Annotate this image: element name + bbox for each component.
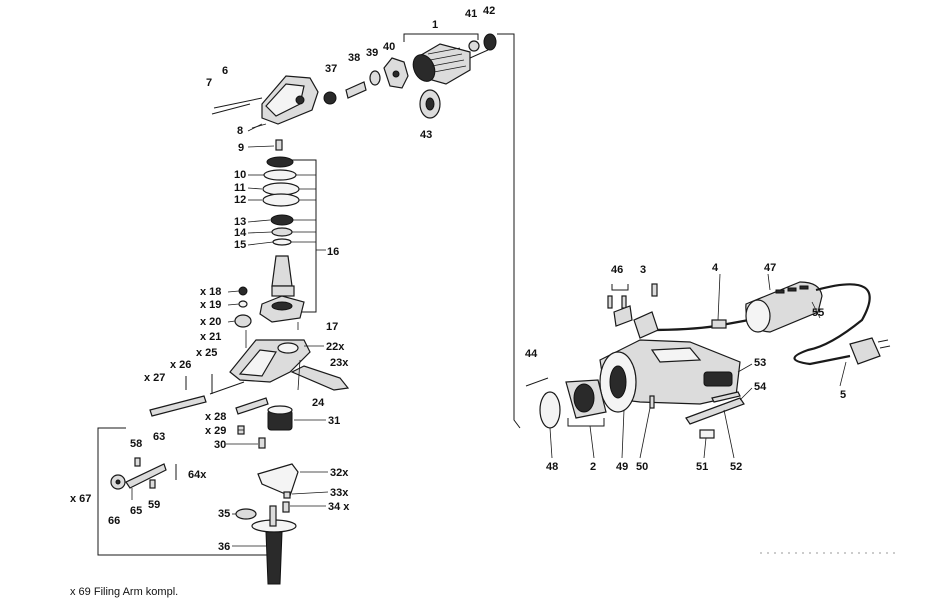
label-9: 9 [238,142,244,154]
bracket-67 [97,427,278,556]
part-51 [699,429,715,439]
label-19: x 19 [200,299,221,311]
plug-5 [849,337,881,365]
label-25: x 25 [196,347,217,359]
label-58: 58 [130,438,142,450]
label-47: 47 [764,262,776,274]
armature-part [412,43,489,85]
screw-7 [211,103,251,115]
label-4: 4 [712,262,719,274]
label-13: 13 [234,216,246,228]
label-35: 35 [218,508,230,520]
gear-43 [419,89,441,119]
nut-35 [235,508,257,520]
label-66: 66 [108,515,120,527]
label-15: 15 [234,239,246,251]
leader-lines [226,123,847,547]
label-54: 54 [754,381,767,393]
lever-23 [290,365,350,391]
small-parts-18-21 [234,286,252,348]
gear-housing-8 [261,75,319,125]
label-29: x 29 [205,425,226,437]
roller-31 [267,405,293,431]
label-14: 14 [234,227,247,239]
label-65: 65 [130,505,142,517]
label-44: 44 [525,348,538,360]
label-27: x 27 [144,372,165,384]
label-12: 12 [234,194,246,206]
motor-housing-group [525,281,891,439]
label-22: 22x [326,341,345,353]
spindle-stack [259,156,326,330]
label-8: 8 [237,125,243,137]
label-55: 55 [812,307,824,319]
gear-case-22 [229,339,350,391]
label-59: 59 [148,499,160,511]
label-67: x 67 [70,493,91,505]
label-7: 7 [206,77,212,89]
label-36: 36 [218,541,230,553]
label-50: 50 [636,461,648,473]
label-20: x 20 [200,316,221,328]
armature-group [211,33,521,429]
label-42: 42 [483,5,495,17]
pin-9 [275,139,283,151]
label-43: 43 [420,129,432,141]
filing-arm-parts [110,457,177,500]
label-53: 53 [754,357,766,369]
label-51: 51 [696,461,708,473]
label-41: 41 [465,8,477,20]
label-16: 16 [327,246,339,258]
label-17: 17 [326,321,338,333]
label-24: 24 [312,397,325,409]
label-46: 46 [611,264,623,276]
label-28: x 28 [205,411,226,423]
handle-group [235,463,299,585]
bearing-37 [323,91,337,105]
pinion-38 [345,81,367,99]
footer-note: x 69 Filing Arm kompl. [70,586,179,598]
label-21: x 21 [200,331,221,343]
washer-39 [369,70,381,86]
label-30: 30 [214,439,226,451]
label-26: x 26 [170,359,191,371]
label-18: x 18 [200,286,221,298]
part-labels: 1 41 42 6 7 37 38 39 40 43 8 9 10 11 12 … [70,5,846,553]
label-49: 49 [616,461,628,473]
cover-47 [745,281,823,333]
label-34: 34 x [328,501,350,513]
label-5: 5 [840,389,846,401]
label-1: 1 [432,19,438,31]
label-23: 23x [330,357,349,369]
bearing-42 [483,33,497,51]
stator-2 [565,379,607,427]
ring-48 [539,391,561,429]
label-31: 31 [328,415,340,427]
label-33: 33x [330,487,349,499]
label-40: 40 [383,41,395,53]
label-37: 37 [325,63,337,75]
label-64: 64x [188,469,207,481]
label-6: 6 [222,65,228,77]
label-10: 10 [234,169,246,181]
arm-27 [149,395,207,417]
label-48: 48 [546,461,558,473]
label-2: 2 [590,461,596,473]
label-3: 3 [640,264,646,276]
bearing-41 [468,40,480,52]
label-52: 52 [730,461,742,473]
handle-36 [265,531,283,585]
label-39: 39 [366,47,378,59]
screw-6 [213,97,263,109]
label-38: 38 [348,52,360,64]
rods [149,374,245,417]
label-63: 63 [153,431,165,443]
label-32: 32x [330,467,349,479]
guard-32 [257,463,299,497]
label-11: 11 [234,182,246,194]
clamp-parts [235,397,293,449]
